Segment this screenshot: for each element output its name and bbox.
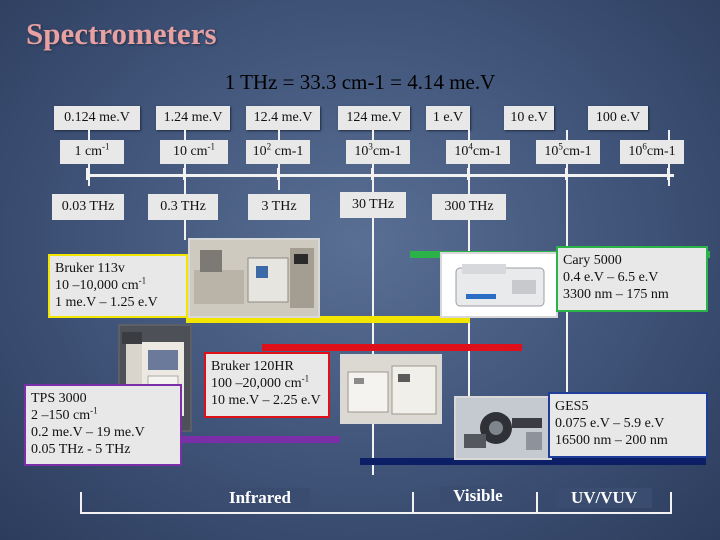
ges5-photo [454, 396, 552, 460]
bruker113-range: 10 –10,000 cm-1 [55, 275, 147, 293]
tps3000-name: TPS 3000 [31, 391, 87, 406]
visible-region-label: Visible [440, 486, 516, 506]
scale-line-1 [184, 130, 186, 240]
tps3000-range-bar [180, 436, 340, 443]
wavenumber-label-4: 104cm-1 [446, 140, 510, 164]
infrared-bracket [80, 492, 414, 514]
thz-label-4: 300 THz [432, 194, 506, 220]
bruker113-info: Bruker 113v 10 –10,000 cm-1 1 me.V – 1.2… [48, 254, 188, 318]
tps3000-energy: 0.2 me.V – 19 me.V [31, 425, 145, 440]
axis-tick-5 [565, 168, 568, 180]
wavenumber-label-1: 10 cm-1 [160, 140, 228, 164]
axis-tick-4 [467, 168, 470, 180]
bruker113-photo [188, 238, 320, 318]
cary5000-energy: 0.4 e.V – 6.5 e.V [563, 270, 659, 285]
frequency-axis [86, 174, 674, 177]
energy-label-1: 1.24 me.V [156, 106, 230, 130]
cary5000-info: Cary 5000 0.4 e.V – 6.5 e.V 3300 nm – 17… [556, 246, 708, 312]
bruker120-range: 100 –20,000 cm-1 [211, 373, 310, 391]
axis-tick-0 [86, 168, 89, 180]
energy-label-2: 12.4 me.V [246, 106, 320, 130]
bruker113-name: Bruker 113v [55, 261, 125, 276]
thz-label-3: 30 THz [340, 192, 406, 218]
page-title: Spectrometers [26, 16, 217, 51]
energy-label-6: 100 e.V [588, 106, 648, 130]
energy-label-4: 1 e.V [426, 106, 470, 130]
ges5-nm: 16500 nm – 200 nm [555, 433, 668, 448]
bruker120-info: Bruker 120HR 100 –20,000 cm-1 10 me.V – … [204, 352, 330, 418]
bruker113-range-bar [186, 316, 470, 323]
tps3000-info: TPS 3000 2 –150 cm-1 0.2 me.V – 19 me.V … [24, 384, 182, 466]
cary5000-name: Cary 5000 [563, 253, 622, 268]
bruker120-energy: 10 me.V – 2.25 e.V [211, 393, 321, 408]
uv-region-label: UV/VUV [556, 488, 652, 508]
energy-label-5: 10 e.V [504, 106, 554, 130]
infrared-region-label: Infrared [210, 488, 310, 508]
scale-line-3 [372, 130, 374, 475]
thz-label-1: 0.3 THz [148, 194, 218, 220]
axis-tick-3 [371, 168, 374, 180]
axis-tick-2 [277, 168, 280, 180]
cary5000-nm: 3300 nm – 175 nm [563, 287, 669, 302]
wavenumber-label-6: 106cm-1 [620, 140, 684, 164]
bruker120-range-bar [262, 344, 522, 351]
tps3000-thz: 0.05 THz - 5 THz [31, 442, 131, 457]
wavenumber-label-5: 105cm-1 [536, 140, 600, 164]
cary5000-photo [440, 252, 558, 318]
energy-label-3: 124 me.V [338, 106, 410, 130]
bruker120-photo [340, 354, 442, 424]
tps3000-range: 2 –150 cm-1 [31, 405, 98, 423]
axis-tick-1 [183, 168, 186, 180]
bruker120-name: Bruker 120HR [211, 359, 294, 374]
wavenumber-label-3: 103cm-1 [346, 140, 410, 164]
conversion-subtitle: 1 THz = 33.3 cm-1 = 4.14 me.V [224, 70, 496, 94]
bruker113-energy: 1 me.V – 1.25 e.V [55, 295, 158, 310]
ges5-energy: 0.075 e.V – 5.9 e.V [555, 416, 665, 431]
ges5-info: GES5 0.075 e.V – 5.9 e.V 16500 nm – 200 … [548, 392, 708, 458]
visible-bracket [414, 492, 538, 514]
wavenumber-label-0: 1 cm-1 [60, 140, 124, 164]
uv-bracket [538, 492, 672, 514]
ges5-range-bar [360, 458, 706, 465]
wavenumber-label-2: 102 cm-1 [246, 140, 310, 164]
axis-tick-6 [667, 168, 670, 180]
thz-label-0: 0.03 THz [52, 194, 124, 220]
energy-label-0: 0.124 me.V [54, 106, 140, 130]
ges5-name: GES5 [555, 399, 589, 414]
thz-label-2: 3 THz [248, 194, 310, 220]
